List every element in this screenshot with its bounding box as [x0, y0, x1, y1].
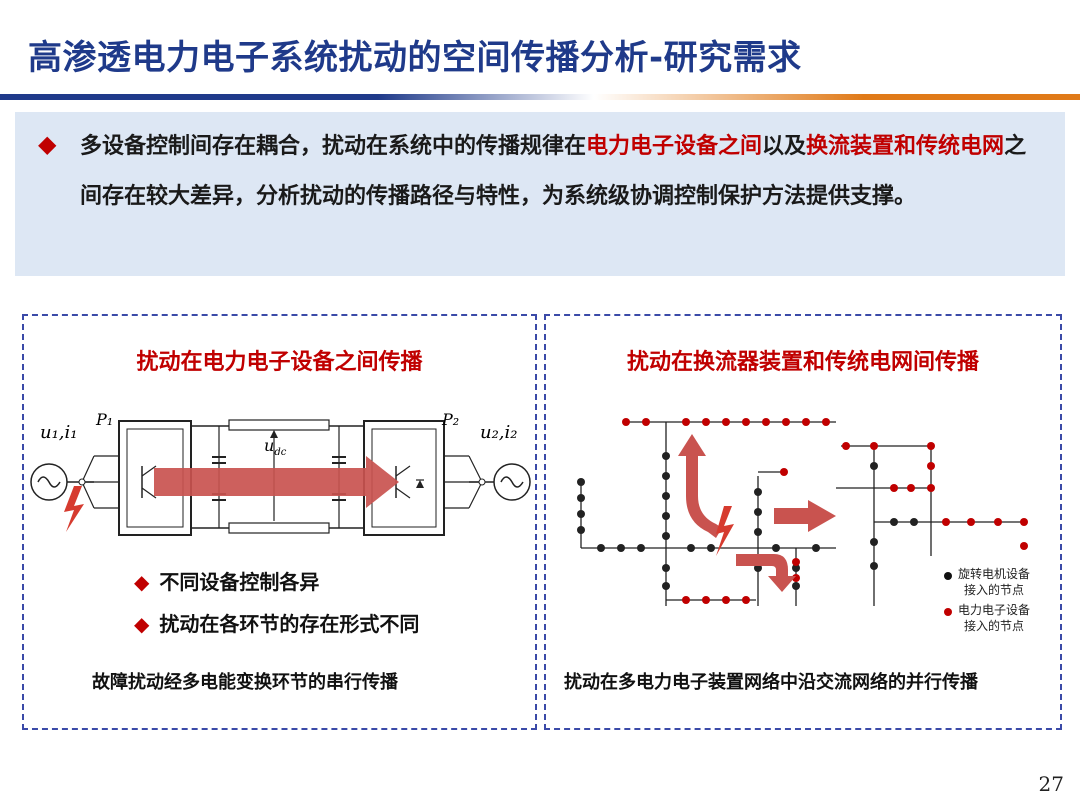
title-divider [0, 94, 1080, 100]
legend-item-2: 电力电子设备接入的节点 [958, 602, 1030, 634]
parallel-propagation-arrow-down [736, 554, 796, 592]
intro-bullet-icon: ◆ [38, 130, 57, 158]
intro-part-3: 之间存在较大差异，分析扰动的传播路径与特性，为系统级协调控制保护方法提供支撑。 [80, 134, 1027, 209]
intro-text: 多设备控制间存在耦合，扰动在系统中的传播规律在电力电子设备之间以及换流装置和传统… [80, 122, 1048, 222]
fault-lightning-icon [64, 486, 84, 532]
label-p1: P₁ [96, 410, 114, 429]
right-panel: 扰动在换流器装置和传统电网间传播 [544, 314, 1062, 730]
left-bullet-1: ◆ 不同设备控制各异 [134, 566, 319, 595]
label-udc: udc [264, 436, 286, 458]
bullet-diamond-icon: ◆ [134, 570, 150, 594]
left-bullet-2: ◆ 扰动在各环节的存在形式不同 [134, 608, 419, 637]
label-udc-main: u [264, 436, 275, 455]
network-diagram [577, 418, 1028, 616]
intro-box [15, 112, 1065, 276]
left-panel: 扰动在电力电子设备之间传播 [22, 314, 537, 730]
label-u1i1: u₁,i₁ [40, 422, 78, 443]
serial-propagation-arrow [154, 456, 399, 508]
legend-item-2-line2: 接入的节点 [964, 619, 1025, 633]
left-bullet-1-text: 不同设备控制各异 [159, 570, 320, 594]
intro-part-1: 多设备控制间存在耦合，扰动在系统中的传播规律在 [80, 134, 587, 159]
parallel-propagation-arrow-right [774, 500, 836, 532]
parallel-propagation-arrow-up [678, 434, 722, 538]
left-caption: 故障扰动经多电能变换环节的串行传播 [92, 672, 398, 693]
label-p2: P₂ [442, 410, 460, 429]
legend-item-1-line2: 接入的节点 [964, 583, 1025, 597]
intro-highlight-2: 换流装置和传统电网 [806, 134, 1005, 159]
label-udc-sub: dc [274, 447, 287, 459]
right-panel-title: 扰动在换流器装置和传统电网间传播 [626, 350, 979, 375]
page-title: 高渗透电力电子系统扰动的空间传播分析-研究需求 [28, 38, 802, 78]
page-number: 27 [1038, 772, 1064, 796]
fault-lightning-icon [716, 506, 734, 556]
legend-item-1-line1: 旋转电机设备 [958, 567, 1031, 581]
intro-highlight-1: 电力电子设备之间 [586, 134, 763, 159]
bullet-diamond-icon: ◆ [134, 612, 150, 636]
legend-item-2-line1: 电力电子设备 [958, 603, 1031, 617]
legend-dot-red [944, 608, 952, 616]
left-bullet-2-text: 扰动在各环节的存在形式不同 [159, 612, 420, 636]
legend-dot-black [944, 572, 952, 580]
converter-diagram [30, 419, 531, 536]
intro-part-2: 以及 [762, 134, 807, 159]
label-u2i2: u₂,i₂ [480, 422, 518, 443]
legend-item-1: 旋转电机设备接入的节点 [958, 566, 1030, 598]
right-caption: 扰动在多电力电子装置网络中沿交流网络的并行传播 [564, 672, 978, 693]
left-panel-title: 扰动在电力电子设备之间传播 [136, 350, 423, 375]
